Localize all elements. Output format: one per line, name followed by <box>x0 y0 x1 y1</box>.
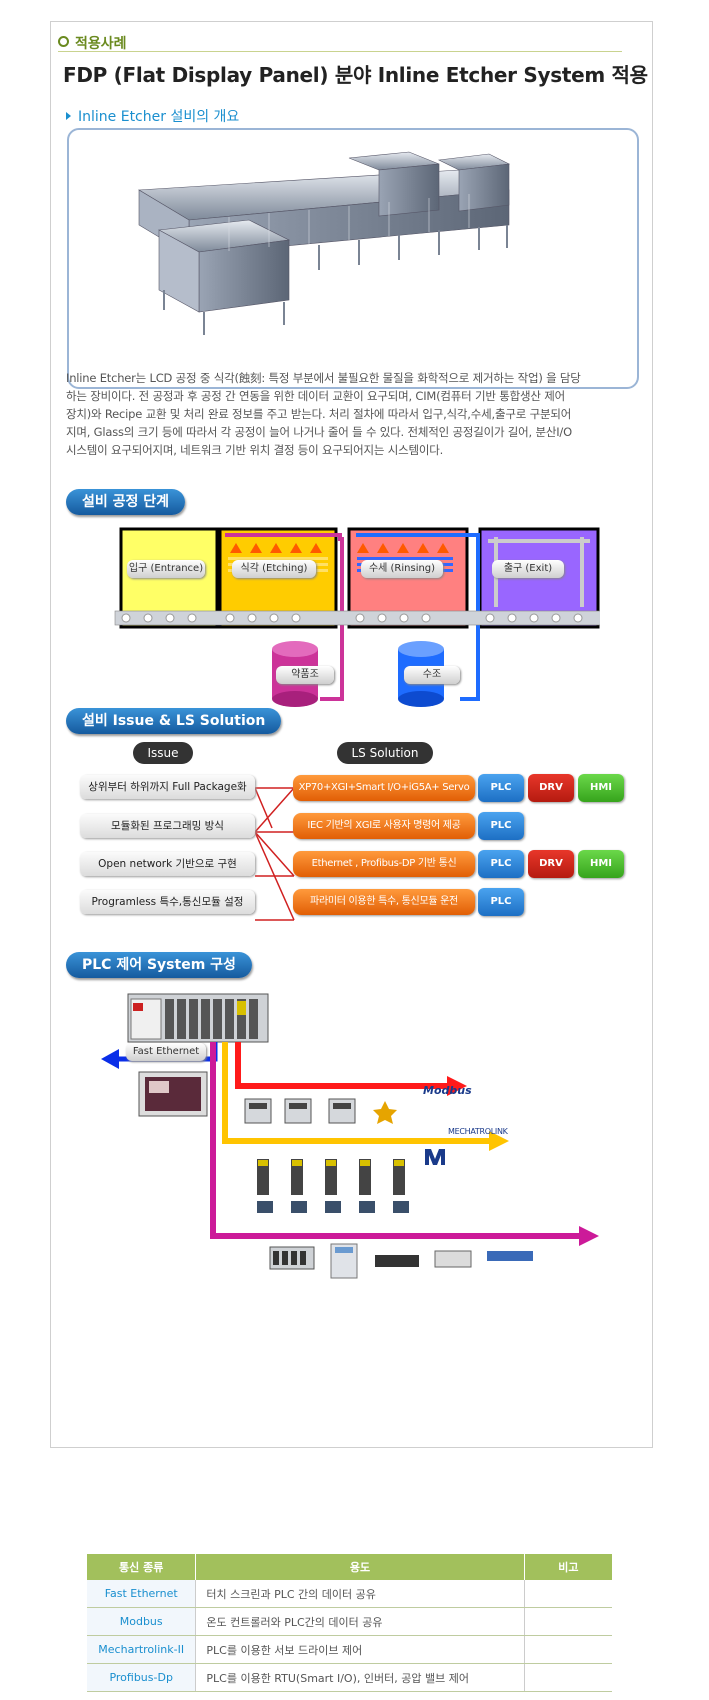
page-title: FDP (Flat Display Panel) 분야 Inline Etche… <box>63 62 648 87</box>
modbus-arrow-icon <box>447 1075 467 1096</box>
overview-subtitle-text: Inline Etcher 설비의 개요 <box>78 108 240 125</box>
issue-item: 상위부터 하위까지 Full Package화 <box>80 775 255 800</box>
fast-ethernet-label: Fast Ethernet <box>126 1043 206 1062</box>
issue-item: 모듈화된 프로그래밍 방식 <box>80 813 255 838</box>
column-header: 비고 <box>524 1554 612 1581</box>
solution-item: 파라미터 이용한 특수, 통신모듈 운전 <box>293 889 475 916</box>
column-header: 통신 종류 <box>87 1554 197 1581</box>
solution-item: Ethernet , Profibus-DP 기반 통신 <box>293 850 475 877</box>
circle-bullet-icon <box>58 35 69 47</box>
drv-tag: DRV <box>528 773 574 802</box>
plc-rack-icon <box>127 993 269 1043</box>
plc-tag: PLC <box>478 811 524 840</box>
note-cell <box>524 1635 612 1665</box>
process-diagram <box>114 527 600 707</box>
section-label-text: 적용사례 <box>75 35 127 52</box>
profibus-arrow-icon <box>579 1225 599 1246</box>
inline-etcher-illustration <box>138 151 511 335</box>
communication-table: 통신 종류 용도 비고 Fast Ethernet 터치 스크린과 PLC 간의… <box>87 1554 612 1693</box>
issue-header: Issue <box>133 741 193 764</box>
plc-tag: PLC <box>478 888 524 917</box>
stage-label-exit: 출구 (Exit) <box>492 560 564 579</box>
usage-cell: PLC를 이용한 서보 드라이브 제어 <box>195 1635 525 1665</box>
usage-cell: PLC를 이용한 RTU(Smart I/O), 인버터, 공압 밸브 제어 <box>195 1663 525 1693</box>
table-header-row: 통신 종류 용도 비고 <box>87 1554 612 1581</box>
servo-drive-icons <box>257 1158 405 1195</box>
hmi-tag: HMI <box>578 773 624 802</box>
modbus-label: Modbus <box>423 1084 472 1098</box>
intro-paragraph: Inline Etcher는 LCD 공정 중 식각(蝕刻: 특정 부분에서 불… <box>66 369 638 459</box>
intro-line: 시스템이 요구되어지며, 네트워크 기반 위치 결정 등이 요구되어지는 시스템… <box>66 443 444 458</box>
intro-line: Inline Etcher는 LCD 공정 중 식각(蝕刻: 특정 부분에서 불… <box>66 371 581 386</box>
roller-icons <box>121 613 583 623</box>
mechatrolink-line <box>222 1041 497 1144</box>
mechatrolink-arrow-icon <box>489 1130 509 1151</box>
comm-type-cell: Fast Ethernet <box>87 1580 197 1609</box>
triangle-bullet-icon <box>66 111 71 120</box>
overview-subtitle: Inline Etcher 설비의 개요 <box>66 106 239 126</box>
note-cell <box>524 1663 612 1693</box>
mechatrolink-label: MECHATROLINK <box>448 1126 508 1136</box>
plc-system-diagram <box>101 993 599 1279</box>
modbus-line <box>235 1041 455 1089</box>
intro-line: 하는 장비이다. 전 공정과 후 공정 간 연동을 위한 데이터 교환이 요구되… <box>66 389 565 404</box>
chemical-tank-label: 약품조 <box>276 666 334 685</box>
plc-system-heading: PLC 제어 System 구성 <box>66 952 252 979</box>
section-label: 적용사례 <box>58 33 127 53</box>
issue-item: Open network 기반으로 구현 <box>80 851 255 876</box>
usage-cell: 터치 스크린과 PLC 간의 데이터 공유 <box>195 1580 525 1609</box>
profibus-line <box>210 1041 585 1239</box>
stage-label-etching: 식각 (Etching) <box>232 560 316 579</box>
table-row: Mechartrolink-II PLC를 이용한 서보 드라이브 제어 <box>87 1635 612 1665</box>
stage-label-rinsing: 수세 (Rinsing) <box>361 560 443 579</box>
field-device-icons <box>269 1243 533 1279</box>
rinsing-spray-icons <box>357 542 449 553</box>
intro-line: 지며, Glass의 크기 등에 따라서 각 공정이 늘어 나거나 줄어 들 수… <box>66 425 572 440</box>
drv-tag: DRV <box>528 850 574 878</box>
water-tank-label: 수조 <box>404 666 460 685</box>
intro-line: 장치)와 Recipe 교환 및 처리 완료 정보를 주고 받는다. 처리 절차… <box>66 407 572 422</box>
content-frame <box>50 20 653 1449</box>
plc-tag: PLC <box>478 773 524 802</box>
table-row: Profibus-Dp PLC를 이용한 RTU(Smart I/O), 인버터… <box>87 1663 612 1693</box>
table-row: Fast Ethernet 터치 스크린과 PLC 간의 데이터 공유 <box>87 1580 612 1609</box>
hmi-tag: HMI <box>578 850 624 878</box>
solution-item: XP70+XGI+Smart I/O+iG5A+ Servo <box>293 774 475 801</box>
solution-item: IEC 기반의 XGI로 사용자 명령어 제공 <box>293 812 475 839</box>
comm-type-cell: Modbus <box>87 1607 197 1637</box>
note-cell <box>524 1580 612 1609</box>
comm-type-cell: Mechartrolink-II <box>87 1635 197 1665</box>
equipment-image-frame <box>67 127 639 389</box>
issue-item: Programless 특수,통신모듈 설정 <box>80 889 255 914</box>
process-stage-heading: 설비 공정 단계 <box>66 489 186 516</box>
usage-cell: 온도 컨트롤러와 PLC간의 데이터 공유 <box>195 1607 525 1637</box>
etching-spray-icons <box>230 542 322 553</box>
table-row: Modbus 온도 컨트롤러와 PLC간의 데이터 공유 <box>87 1607 612 1637</box>
stage-label-entrance: 입구 (Entrance) <box>127 560 205 579</box>
chemical-pipe <box>225 532 344 701</box>
mechatrolink-logo-icon <box>425 1148 445 1165</box>
servo-motor-icons <box>257 1200 409 1213</box>
section-divider <box>58 51 622 53</box>
issue-connectors <box>254 787 295 921</box>
plc-tag: PLC <box>478 850 524 878</box>
fast-ethernet-arrow-icon <box>101 1048 119 1069</box>
issue-solution-heading: 설비 Issue & LS Solution <box>66 707 282 734</box>
touch-screen-icon <box>138 1071 208 1117</box>
temperature-controller-icons <box>244 1098 356 1124</box>
modbus-logo-icon <box>373 1100 397 1124</box>
note-cell <box>524 1607 612 1637</box>
solution-header: LS Solution <box>337 741 433 764</box>
comm-type-cell: Profibus-Dp <box>87 1663 197 1693</box>
column-header: 용도 <box>195 1554 525 1581</box>
